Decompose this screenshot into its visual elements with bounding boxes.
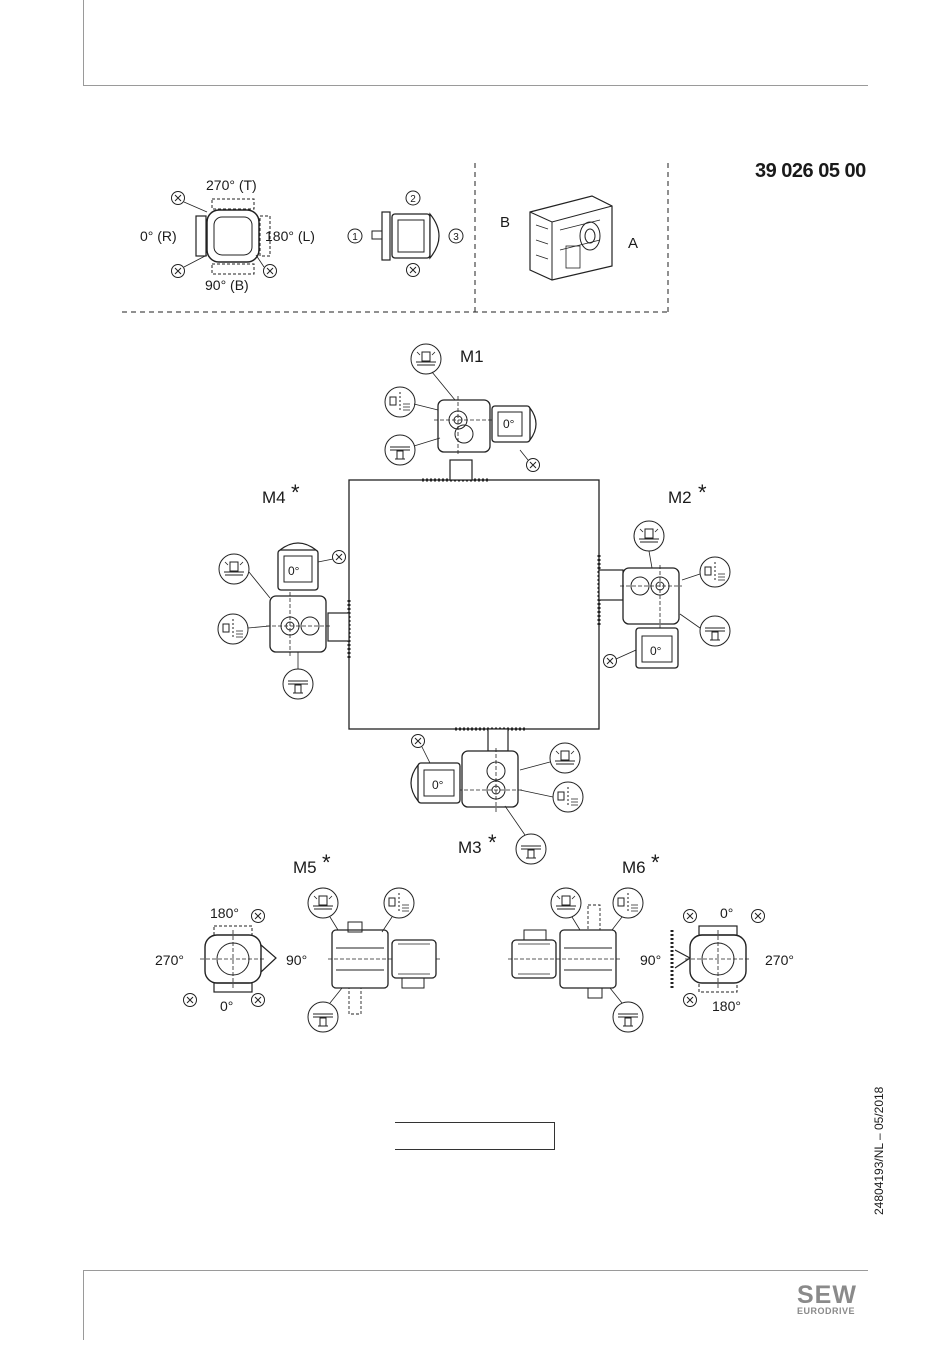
vent-marker-icon (407, 264, 420, 277)
vent-marker-icon (333, 551, 346, 564)
m3-label: M3 (458, 838, 482, 857)
cable-entry-3: 3 (453, 232, 459, 243)
vent-marker-icon (252, 910, 265, 923)
side-b-label: B (500, 214, 510, 231)
m6-angle-right: 270° (765, 952, 794, 968)
terminal-bottom-label: 90° (B) (205, 277, 249, 293)
terminal-top-label: 270° (T) (206, 177, 257, 193)
vent-marker-icon (252, 994, 265, 1007)
position-m2-drawing (599, 521, 730, 668)
vent-marker-icon (684, 910, 697, 923)
terminal-left-label: 0° (R) (140, 228, 177, 244)
m5-angle-left: 270° (155, 952, 184, 968)
m6-angle-left: 90° (640, 952, 661, 968)
m5-angle-right: 90° (286, 952, 307, 968)
m6-label: M6 (622, 858, 646, 877)
vent-marker-icon (752, 910, 765, 923)
m5-angle-bottom: 0° (220, 998, 233, 1014)
gear-unit-isometric (530, 196, 612, 280)
m5-star: * (322, 850, 331, 875)
m6-angle-top: 0° (720, 905, 733, 921)
m4-motor-angle: 0° (288, 564, 300, 578)
vent-marker-icon (684, 994, 697, 1007)
m5-label: M5 (293, 858, 317, 877)
side-a-label: A (628, 235, 638, 252)
position-m3-drawing (411, 729, 583, 864)
machine-frame (349, 480, 599, 729)
m6-angle-bottom: 180° (712, 998, 741, 1014)
vent-marker-icon (172, 192, 185, 205)
m6-star: * (651, 850, 660, 875)
cable-entry-sketch (348, 191, 463, 277)
cable-entry-2: 2 (410, 194, 416, 205)
vent-marker-icon (412, 735, 425, 748)
m3-star: * (488, 830, 497, 855)
vent-marker-icon (264, 265, 277, 278)
cable-entry-1: 1 (352, 232, 358, 243)
terminal-box-sketch (172, 192, 277, 278)
m1-motor-angle: 0° (503, 417, 515, 431)
vent-marker-icon (527, 459, 540, 472)
m3-motor-angle: 0° (432, 778, 444, 792)
m2-motor-angle: 0° (650, 644, 662, 658)
m4-star: * (291, 480, 300, 505)
m1-label: M1 (460, 347, 484, 366)
vent-marker-icon (184, 994, 197, 1007)
vent-marker-icon (172, 265, 185, 278)
m4-label: M4 (262, 488, 286, 507)
terminal-right-label: 180° (L) (265, 228, 315, 244)
position-m4-drawing (218, 543, 349, 699)
m5-angle-top: 180° (210, 905, 239, 921)
m2-label: M2 (668, 488, 692, 507)
vent-marker-icon (604, 655, 617, 668)
m2-star: * (698, 480, 707, 505)
